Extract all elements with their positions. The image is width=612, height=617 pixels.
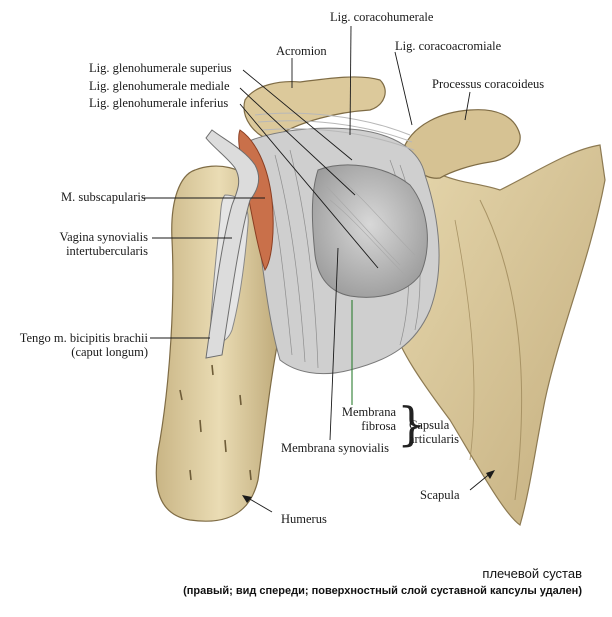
label-membrana-fibrosa-2: fibrosa: [361, 419, 396, 433]
label-capsula-articularis: Capsula articularis: [409, 418, 459, 446]
caption-subtitle: (правый; вид спереди; поверхностный слой…: [183, 585, 582, 597]
label-lig-gh-mediale: Lig. glenohumerale mediale: [89, 79, 230, 93]
label-vagina-line2: intertubercularis: [66, 244, 148, 258]
biceps-tendon: [205, 129, 260, 359]
label-acromion: Acromion: [276, 44, 327, 58]
label-membrana-fibrosa: Membrana fibrosa: [318, 405, 396, 433]
synovial-membrane: [311, 164, 428, 298]
label-m-subscapularis: M. subscapularis: [61, 190, 146, 204]
label-vagina-synovialis: Vagina synovialis intertubercularis: [42, 230, 148, 258]
label-capsula-1: Capsula: [409, 418, 450, 432]
label-lig-gh-inferius: Lig. glenohumerale inferius: [89, 96, 229, 110]
label-tendo-line2: (caput longum): [71, 345, 148, 359]
label-scapula: Scapula: [420, 488, 460, 502]
label-processus-coracoideus: Processus coracoideus: [432, 77, 545, 91]
capsule-brace: }: [397, 397, 427, 451]
coracoid-process: [404, 109, 521, 179]
label-membrana-synovialis: Membrana synovialis: [281, 441, 389, 455]
label-vagina-line1: Vagina synovialis: [59, 230, 148, 244]
label-lig-coracohumerale: Lig. coracohumerale: [330, 10, 434, 24]
label-humerus: Humerus: [281, 512, 327, 526]
caption-title: плечевой сустав: [482, 566, 582, 581]
label-lig-gh-superius: Lig. glenohumerale superius: [89, 61, 232, 75]
label-tendo-line1: Tengo m. bicipitis brachii: [19, 331, 148, 345]
label-capsula-2: articularis: [409, 432, 459, 446]
label-lig-coracoacromiale: Lig. coracoacromiale: [395, 39, 502, 53]
label-membrana-fibrosa-1: Membrana: [341, 405, 396, 419]
label-tendo-bicipitis: Tengo m. bicipitis brachii (caput longum…: [4, 331, 148, 359]
